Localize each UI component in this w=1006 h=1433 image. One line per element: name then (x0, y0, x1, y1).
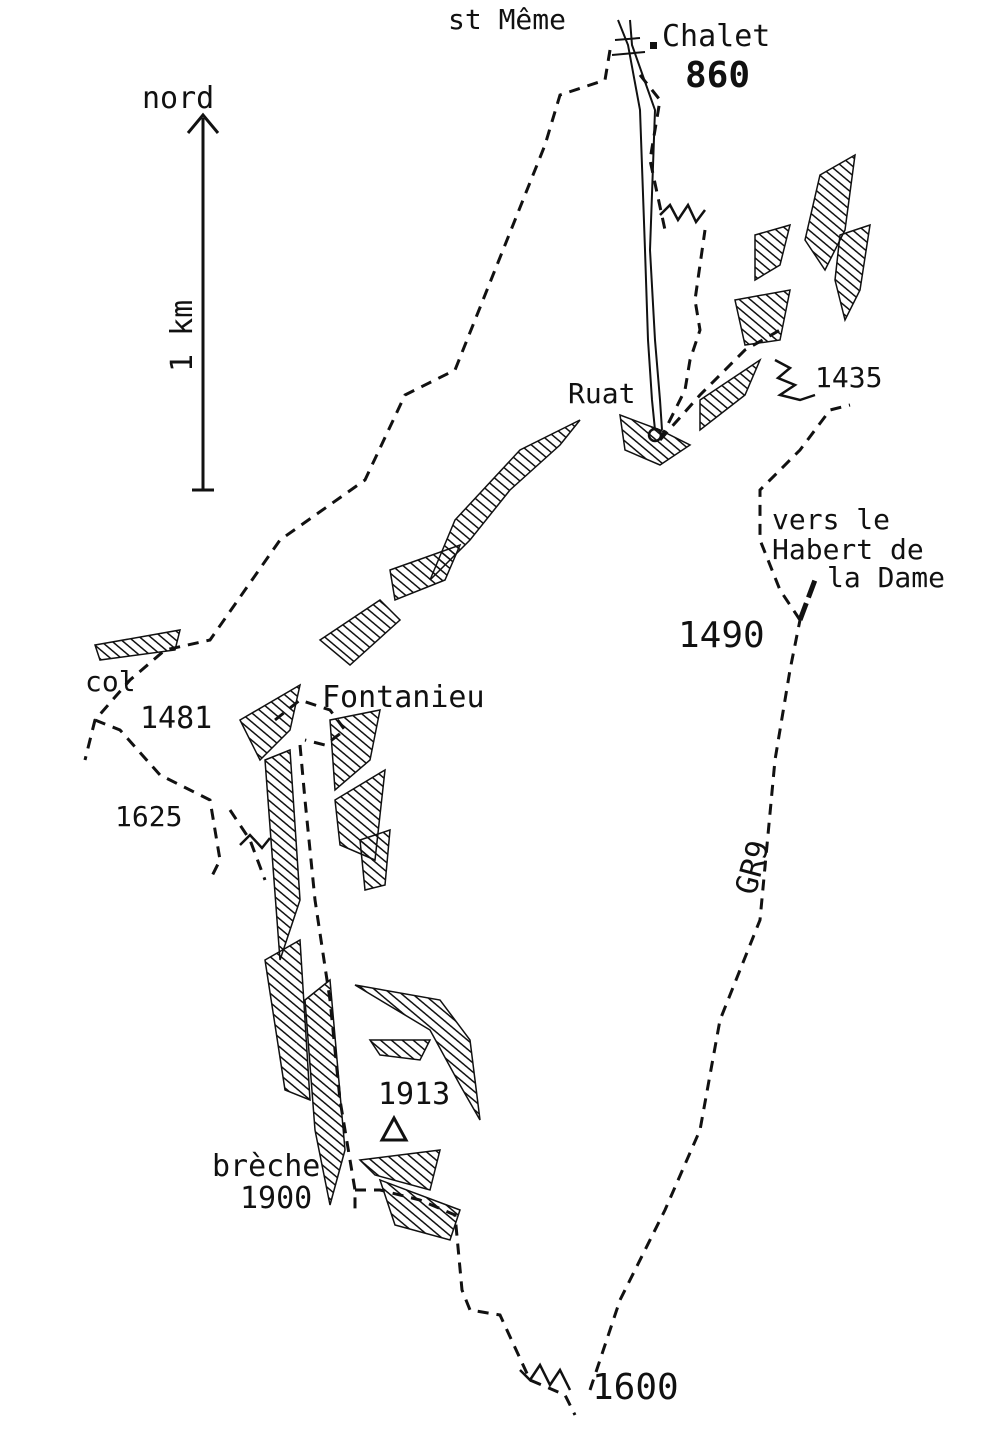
altitude-1481: 1481 (140, 701, 213, 736)
habert-label-1: vers le (772, 503, 891, 536)
dashed-trails (83, 49, 851, 1416)
altitude-1913: 1913 (378, 1077, 451, 1112)
habert-label-2: Habert de (772, 533, 924, 566)
breche-label: brèche (212, 1149, 321, 1184)
switchback-marks (239, 202, 816, 1391)
ruat-marker (647, 427, 663, 443)
altitude-1625: 1625 (115, 800, 183, 833)
chalet-marker (650, 42, 657, 49)
habert-label-3: la Dame (827, 561, 946, 594)
trail-1625-spur (228, 809, 267, 881)
altitude-1600: 1600 (592, 1367, 679, 1408)
road (611, 19, 663, 431)
trail-west-ridge (83, 49, 612, 761)
trail-col-1625 (94, 718, 222, 881)
chalet-altitude: 860 (685, 55, 751, 96)
altitude-1435: 1435 (815, 361, 883, 394)
altitude-1900: 1900 (240, 1181, 313, 1216)
trail-south (355, 1188, 577, 1416)
start-label: st Même (448, 3, 567, 36)
chalet-label: Chalet (662, 19, 771, 54)
trail-ruat-1435 (658, 328, 781, 441)
trail-fontanieu-loop (274, 698, 348, 747)
trail-breche (298, 744, 357, 1210)
trail-habert (758, 403, 851, 621)
trail-gr9 (588, 619, 802, 1391)
ruat-label: Ruat (568, 377, 636, 410)
trail-ruat-north (658, 229, 707, 441)
summit-triangle (379, 1114, 409, 1142)
north-arrow (186, 112, 220, 492)
north-label: nord (142, 81, 215, 116)
col-label: col (85, 665, 136, 698)
scale-label: 1 km (165, 299, 200, 372)
fontanieu-label: Fontanieu (322, 680, 485, 715)
altitude-1490: 1490 (678, 615, 765, 656)
